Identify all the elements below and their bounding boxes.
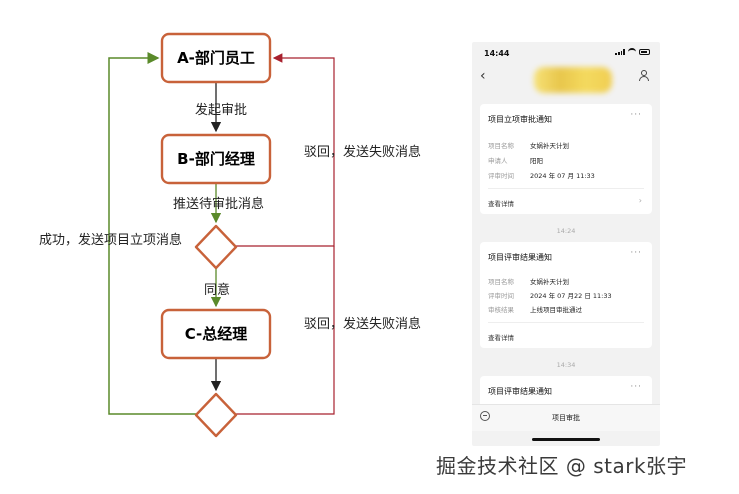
row-value: 阳阳	[530, 157, 543, 165]
label-success: 成功，发送项目立项消息	[39, 232, 182, 248]
card-row: 申请人 阳阳	[488, 155, 543, 165]
message-card[interactable]: 项目评审结果通知 ··· 项目名称 女娲补天计划 评审时间 2024 年 07 …	[480, 242, 652, 348]
card-row: 项目名称 女娲补天计划	[488, 140, 569, 150]
card-row: 评审时间 2024 年 07 月22 日 11:33	[488, 290, 612, 300]
menu-item-project-approval[interactable]: 项目审批	[552, 414, 580, 422]
label-agree: 同意	[204, 282, 230, 298]
row-value: 女娲补天计划	[530, 142, 569, 150]
node-a-label: A-部门员工	[177, 49, 255, 67]
chevron-right-icon: ›	[638, 196, 642, 205]
row-key: 审核结果	[488, 306, 514, 314]
node-c	[160, 308, 272, 360]
more-options-icon[interactable]: ···	[630, 248, 642, 258]
more-options-icon[interactable]: ···	[630, 110, 642, 120]
row-key: 评审时间	[488, 172, 514, 180]
status-bar: 14:44	[472, 42, 660, 62]
back-chevron-icon[interactable]: ‹	[480, 68, 486, 84]
decision-node-1	[194, 224, 238, 270]
label-submit: 发起审批	[195, 102, 247, 118]
home-indicator	[532, 438, 600, 441]
card-row: 审核结果 上线项目审批通过	[488, 304, 582, 314]
more-options-icon[interactable]: ···	[630, 382, 642, 392]
label-reject-1: 驳回，发送失败消息	[304, 144, 421, 160]
watermark-text: 掘金技术社区 @ stark张宇	[436, 454, 688, 478]
success-loop-line	[108, 52, 196, 415]
card-title: 项目立项审批通知	[488, 115, 552, 124]
card-divider	[488, 188, 644, 189]
node-c-label: C-总经理	[185, 325, 248, 343]
node-b-label: B-部门经理	[177, 150, 255, 168]
row-key: 项目名称	[488, 278, 514, 286]
user-profile-icon[interactable]	[638, 70, 650, 82]
node-a	[160, 32, 272, 84]
view-details-link[interactable]: 查看详情	[488, 334, 514, 342]
row-value: 2024 年 07 月22 日 11:33	[530, 292, 612, 300]
signal-icon	[615, 49, 625, 55]
card-row: 项目名称 女娲补天计划	[488, 276, 569, 286]
blurred-chat-title	[534, 67, 612, 93]
phone-screenshot: 14:44 ‹ 项目立项审批通知 ··· 项目名称 女娲补天计划 申请人 阳阳 …	[472, 42, 660, 446]
card-divider	[488, 322, 644, 323]
battery-icon	[639, 49, 650, 55]
message-card[interactable]: 项目立项审批通知 ··· 项目名称 女娲补天计划 申请人 阳阳 评审时间 202…	[480, 104, 652, 214]
node-b	[160, 133, 272, 185]
reject-line-2	[236, 246, 335, 415]
view-details-link[interactable]: 查看详情	[488, 200, 514, 208]
decision-node-2	[194, 392, 238, 438]
message-timestamp: 14:34	[556, 361, 576, 369]
label-reject-2: 驳回，发送失败消息	[304, 316, 421, 332]
message-timestamp: 14:24	[556, 227, 576, 235]
reject-line-1	[236, 53, 335, 247]
row-key: 项目名称	[488, 142, 514, 150]
wifi-icon	[628, 48, 636, 56]
flowchart: A-部门员工 B-部门经理 C-总经理 发起审批 推送待审批消息 同意 驳回，发…	[39, 32, 421, 438]
row-key: 申请人	[488, 157, 508, 165]
chat-nav-bar: ‹	[472, 64, 660, 94]
card-row: 评审时间 2024 年 07 月 11:33	[488, 170, 595, 180]
row-key: 评审时间	[488, 292, 514, 300]
row-value: 2024 年 07 月 11:33	[530, 172, 595, 180]
card-title: 项目评审结果通知	[488, 253, 552, 262]
label-push-pending: 推送待审批消息	[173, 196, 264, 212]
card-title: 项目评审结果通知	[488, 387, 552, 396]
keyboard-toggle-icon[interactable]	[480, 411, 490, 421]
row-value: 女娲补天计划	[530, 278, 569, 286]
status-time: 14:44	[484, 49, 510, 58]
bottom-menu-bar: 项目审批	[472, 404, 660, 431]
row-value: 上线项目审批通过	[530, 306, 582, 314]
